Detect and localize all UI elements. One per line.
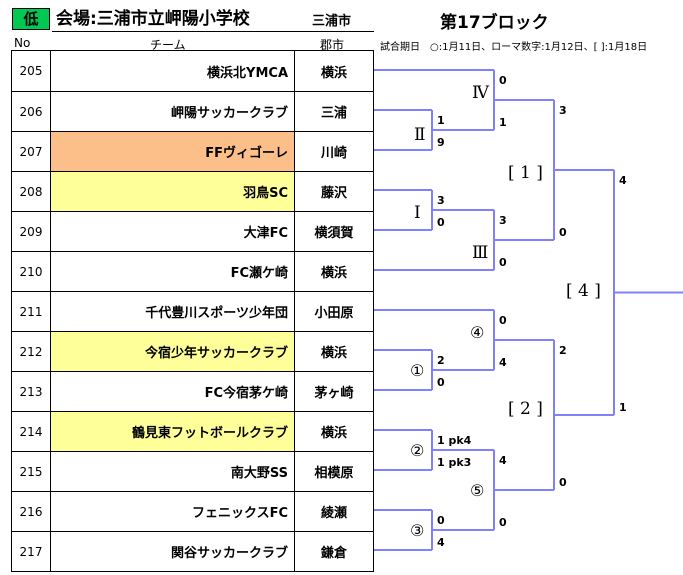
match-label: ②	[410, 441, 424, 460]
score-bottom: 0	[437, 376, 445, 389]
team-no: 205	[12, 51, 51, 91]
team-name: 南大野SS	[51, 452, 295, 491]
category-badge: 低	[12, 8, 50, 30]
team-no: 208	[12, 172, 51, 211]
team-city: 三浦	[320, 106, 347, 121]
team-city: 横須賀	[314, 226, 354, 241]
team-no: 211	[12, 292, 51, 331]
score-bottom: 0	[559, 226, 567, 239]
column-header-no: No	[14, 36, 31, 50]
score-top: 3	[559, 104, 567, 117]
team-name: フェニックスFC	[51, 492, 295, 531]
team-city: 横浜	[320, 426, 347, 441]
team-name: 岬陽サッカークラブ	[51, 92, 295, 131]
team-no: 207	[12, 132, 51, 171]
column-header-team: チーム	[150, 38, 186, 52]
score-top: 2	[437, 354, 445, 367]
score-bottom: 1 pk3	[437, 456, 471, 469]
score-top: 2	[559, 344, 567, 357]
team-name: FC今宿茅ケ崎	[51, 372, 295, 411]
team-no: 210	[12, 252, 51, 291]
venue-city: 三浦市	[312, 14, 352, 29]
team-name: 千代豊川スポーツ少年団	[51, 292, 295, 331]
score-top: 1	[437, 114, 445, 127]
score-bottom: 0	[559, 476, 567, 489]
team-city: 横浜	[320, 266, 347, 281]
score-bottom: 0	[437, 216, 445, 229]
team-name: 今宿少年サッカークラブ	[51, 332, 295, 371]
match-label: Ⅰ	[414, 203, 421, 223]
team-city: 小田原	[314, 306, 354, 321]
match-label: [ 4 ]	[566, 281, 601, 301]
team-no: 212	[12, 332, 51, 371]
match-label: [ 2 ]	[508, 399, 543, 419]
team-city: 鎌倉	[320, 546, 347, 561]
score-bottom: 0	[499, 516, 507, 529]
team-name: 関谷サッカークラブ	[51, 532, 295, 571]
score-bottom: 4	[437, 536, 445, 549]
score-top: 3	[437, 194, 445, 207]
team-no: 217	[12, 532, 51, 571]
team-no: 215	[12, 452, 51, 491]
team-name: 羽鳥SC	[51, 172, 295, 211]
score-top: 0	[499, 314, 507, 327]
team-city: 相模原	[314, 466, 354, 481]
team-city: 川崎	[320, 146, 347, 161]
score-top: 0	[437, 514, 445, 527]
match-label: Ⅱ	[414, 125, 426, 145]
team-no: 214	[12, 412, 51, 451]
team-name: 横浜北YMCA	[51, 51, 295, 91]
venue-title: 会場:三浦市立岬陽小学校	[56, 9, 250, 29]
match-label: [ 1 ]	[508, 163, 543, 183]
score-top: 1 pk4	[437, 434, 472, 447]
match-label: Ⅳ	[472, 83, 490, 103]
match-label: ④	[470, 323, 484, 342]
match-label: ①	[410, 361, 424, 380]
match-label: ③	[410, 521, 424, 540]
team-city: 藤沢	[320, 186, 347, 201]
team-no: 213	[12, 372, 51, 411]
team-name: 鶴見東フットボールクラブ	[51, 412, 295, 451]
team-no: 209	[12, 212, 51, 251]
score-bottom: 1	[499, 116, 507, 129]
team-name: 大津FC	[51, 212, 295, 251]
team-city: 横浜	[320, 65, 347, 81]
score-top: 4	[499, 454, 507, 467]
team-no: 216	[12, 492, 51, 531]
match-label: Ⅲ	[472, 243, 488, 263]
score-top: 0	[499, 74, 507, 87]
team-city: 茅ヶ崎	[314, 386, 354, 401]
score-top: 4	[619, 174, 627, 187]
score-bottom: 4	[499, 356, 507, 369]
score-bottom: 0	[499, 256, 507, 269]
score-top: 3	[499, 214, 507, 227]
score-bottom: 1	[619, 401, 627, 414]
team-no: 206	[12, 92, 51, 131]
column-header-city: 郡市	[320, 38, 345, 52]
block-title: 第17ブロック	[440, 13, 549, 33]
score-bottom: 9	[437, 136, 445, 149]
team-city: 綾瀬	[320, 506, 347, 521]
title-underline	[52, 31, 374, 32]
schedule-legend: 試合期日 ○:1月11日、ローマ数字:1月12日、[ ]:1月18日	[380, 42, 648, 53]
team-city: 横浜	[320, 346, 347, 361]
team-name: FC瀬ケ崎	[51, 252, 295, 291]
team-name: FFヴィゴーレ	[51, 132, 295, 171]
match-label: ⑤	[470, 481, 484, 500]
